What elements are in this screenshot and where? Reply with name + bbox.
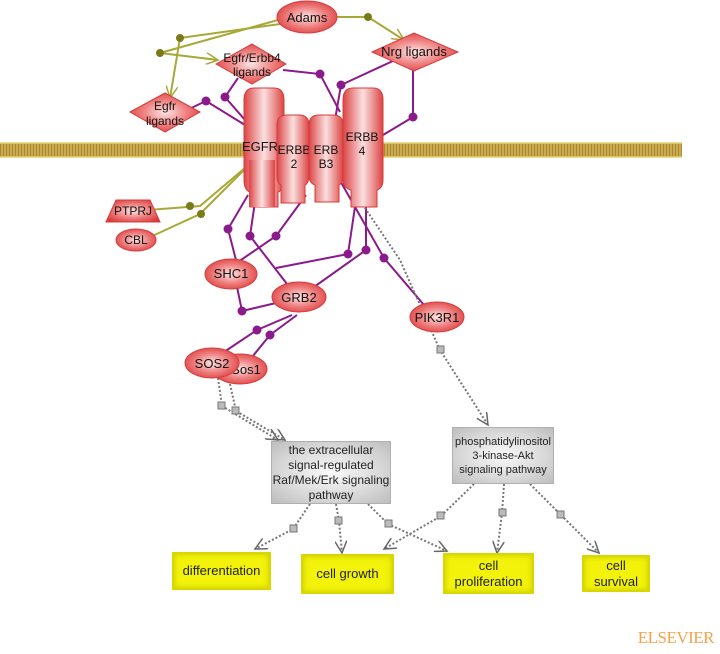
binding-edges bbox=[186, 59, 425, 363]
svg-text:CBL: CBL bbox=[124, 233, 148, 247]
svg-text:Nrg ligands: Nrg ligands bbox=[381, 44, 447, 59]
svg-text:4: 4 bbox=[359, 144, 366, 158]
node-sos2[interactable]: SOS2 bbox=[184, 347, 240, 379]
outcome-cell-proliferation[interactable]: cell proliferation bbox=[443, 553, 534, 594]
svg-text:ERBB: ERBB bbox=[346, 130, 379, 144]
receptor-erbb3[interactable]: ERB B3 bbox=[308, 114, 344, 203]
svg-text:SOS2: SOS2 bbox=[195, 356, 230, 371]
node-ptprj[interactable]: PTPRJ bbox=[105, 199, 161, 223]
svg-text:ligands: ligands bbox=[146, 114, 184, 128]
outcome-differentiation[interactable]: differentiation bbox=[172, 552, 271, 590]
svg-text:Egfr/Erbb4: Egfr/Erbb4 bbox=[223, 51, 281, 65]
pathway-pi3k-akt[interactable]: phosphatidylinositol 3-kinase-Akt signal… bbox=[452, 427, 554, 484]
node-adams[interactable]: Adams bbox=[276, 0, 338, 34]
node-egfr-erbb4-ligands[interactable]: Egfr/Erbb4 ligands bbox=[214, 43, 287, 85]
edge-cbl-egfr bbox=[147, 159, 255, 239]
svg-text:ligands: ligands bbox=[233, 65, 271, 79]
node-egfr-ligands[interactable]: Egfr ligands bbox=[128, 92, 202, 133]
receptor-erbb2[interactable]: ERBB 2 bbox=[276, 114, 311, 204]
elsevier-logo: ELSEVIER bbox=[637, 628, 715, 647]
binding-nodes bbox=[201, 69, 418, 340]
svg-text:ERB: ERB bbox=[314, 143, 339, 157]
svg-text:ERBB: ERBB bbox=[278, 143, 311, 157]
node-nrg-ligands[interactable]: Nrg ligands bbox=[370, 32, 460, 72]
receptor-erbb4[interactable]: ERBB 4 bbox=[342, 87, 384, 208]
svg-text:Adams: Adams bbox=[287, 10, 328, 25]
svg-text:EGFR: EGFR bbox=[242, 139, 278, 154]
node-pik3r1[interactable]: PIK3R1 bbox=[409, 301, 465, 333]
receptor-egfr[interactable]: EGFR bbox=[242, 87, 285, 208]
node-cbl[interactable]: CBL bbox=[115, 228, 157, 252]
svg-text:GRB2: GRB2 bbox=[281, 290, 316, 305]
svg-text:Egfr: Egfr bbox=[154, 99, 176, 113]
svg-text:B3: B3 bbox=[319, 157, 334, 171]
edge-ptprj-egfr bbox=[147, 161, 253, 211]
outcome-cell-survival[interactable]: cell survival bbox=[582, 555, 650, 592]
outcome-cell-growth[interactable]: cell growth bbox=[301, 554, 394, 594]
regulation-nodes bbox=[156, 13, 372, 218]
pathway-edge-markers bbox=[217, 345, 565, 533]
svg-text:2: 2 bbox=[291, 157, 298, 171]
node-grb2[interactable]: GRB2 bbox=[271, 281, 327, 313]
node-shc1[interactable]: SHC1 bbox=[204, 258, 258, 290]
svg-text:PIK3R1: PIK3R1 bbox=[415, 310, 460, 325]
svg-text:SHC1: SHC1 bbox=[214, 266, 249, 281]
pathway-erk[interactable]: the extracellular signal-regulated Raf/M… bbox=[271, 441, 391, 504]
svg-text:PTPRJ: PTPRJ bbox=[114, 204, 152, 218]
